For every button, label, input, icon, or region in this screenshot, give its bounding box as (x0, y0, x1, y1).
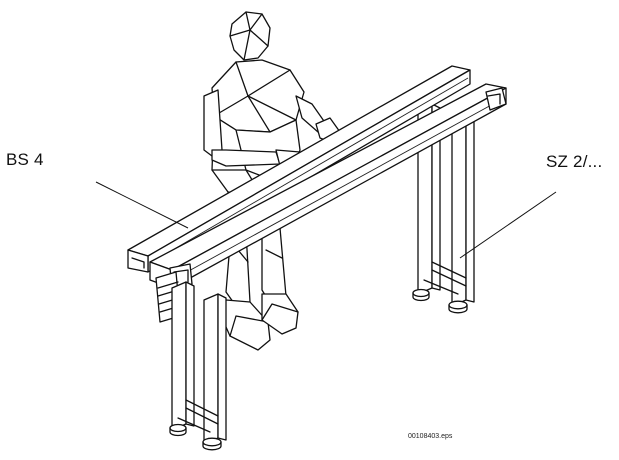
front-stand (169, 281, 227, 451)
left-callout-leader (95, 181, 189, 229)
operator-figure (203, 11, 341, 351)
callout-bs4: BS 4 (6, 150, 44, 169)
rear-stand (412, 103, 475, 314)
right-callout-leader (459, 191, 557, 259)
file-reference: 00108403.eps (408, 433, 453, 440)
rail-beam (127, 65, 507, 323)
callout-sz2: SZ 2/... (546, 152, 603, 171)
